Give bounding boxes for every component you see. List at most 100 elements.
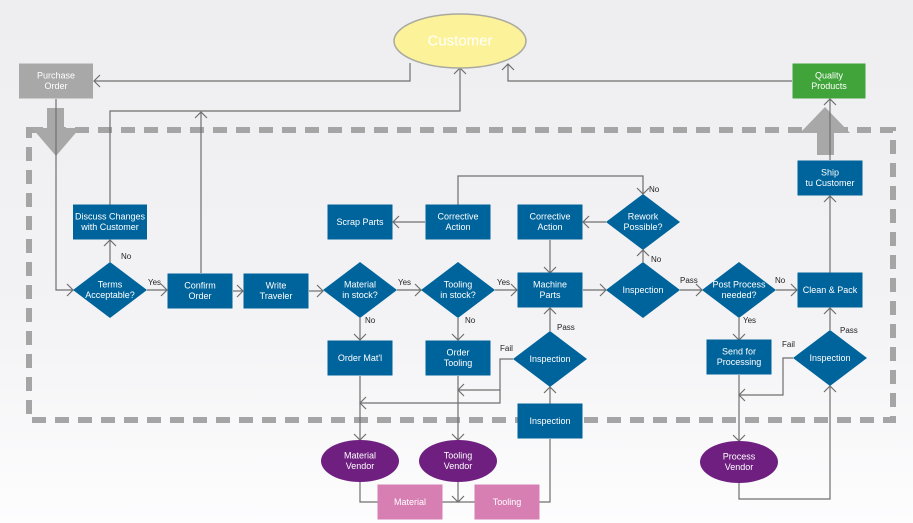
arrowhead-icon bbox=[823, 98, 837, 106]
decision-shape bbox=[73, 262, 147, 318]
node-label: Products bbox=[811, 81, 847, 91]
vendor-shape bbox=[321, 440, 399, 482]
process-shape bbox=[517, 403, 583, 439]
arrowhead-icon bbox=[353, 333, 367, 341]
node-label: Confirm bbox=[184, 281, 216, 291]
node-label: Scrap Parts bbox=[336, 217, 384, 227]
edge-quality-to-customer bbox=[507, 64, 792, 82]
process-shape bbox=[425, 340, 491, 376]
node-label: Corrective bbox=[529, 212, 570, 222]
decision-shape bbox=[606, 194, 680, 250]
node-label: in stock? bbox=[440, 290, 476, 300]
arrowhead-icon bbox=[738, 388, 746, 402]
node-label: Vendor bbox=[725, 462, 754, 472]
process-shape bbox=[167, 273, 233, 309]
edge-label: No bbox=[121, 252, 132, 261]
node-label: Process bbox=[723, 452, 756, 462]
node-label: Parts bbox=[539, 290, 561, 300]
process-shape bbox=[327, 204, 393, 240]
node-label: Acceptable? bbox=[85, 290, 135, 300]
node-label: needed? bbox=[721, 290, 756, 300]
node-order-material: Order Mat'l bbox=[327, 340, 393, 376]
edge-label: Yes bbox=[497, 278, 510, 287]
arrowhead-icon bbox=[359, 396, 367, 410]
node-label: Vendor bbox=[346, 461, 375, 471]
arrowhead-icon bbox=[160, 283, 168, 297]
node-label: Material bbox=[344, 280, 376, 290]
node-label: Tooling bbox=[493, 497, 522, 507]
node-inspection-incoming: Inspection bbox=[513, 331, 587, 387]
edge-label: Yes bbox=[743, 316, 756, 325]
node-label: Order Mat'l bbox=[338, 353, 382, 363]
node-inspection-receiving: Inspection bbox=[517, 403, 583, 439]
node-label: Order bbox=[446, 348, 469, 358]
node-label: Action bbox=[445, 222, 470, 232]
edge-purchase-order-to-terms bbox=[55, 99, 73, 291]
node-label: Corrective bbox=[437, 212, 478, 222]
arrowhead-icon bbox=[510, 283, 518, 297]
process-shape bbox=[73, 204, 147, 240]
plant-boundary bbox=[26, 127, 896, 423]
edge-post-fail bbox=[739, 357, 793, 396]
edge-tooling-to-receiving bbox=[539, 439, 551, 503]
arrowhead-icon bbox=[823, 195, 837, 203]
arrowhead-icon bbox=[582, 215, 590, 229]
node-label: Clean & Pack bbox=[803, 285, 858, 295]
node-material: Material bbox=[377, 484, 443, 520]
node-label: Tooling bbox=[444, 280, 473, 290]
node-clean-pack: Clean & Pack bbox=[797, 272, 863, 308]
vendor-shape bbox=[419, 440, 497, 482]
node-label: Vendor bbox=[444, 461, 473, 471]
edge-procvendor-to-inspection bbox=[738, 386, 831, 500]
process-shape bbox=[425, 204, 491, 240]
node-label: Ship bbox=[821, 168, 839, 178]
node-label: with Customer bbox=[80, 222, 139, 232]
decision-shape bbox=[702, 262, 776, 318]
node-label: Terms bbox=[98, 280, 123, 290]
process-shape bbox=[517, 204, 583, 240]
node-label: Action bbox=[537, 222, 562, 232]
outbound-big-arrow bbox=[800, 107, 850, 155]
node-label: Post Process bbox=[712, 280, 766, 290]
edge-label: No bbox=[365, 316, 376, 325]
decision-shape bbox=[323, 262, 397, 318]
arrowhead-icon bbox=[823, 307, 837, 315]
node-label: in stock? bbox=[342, 290, 378, 300]
edge-incoming-fail-a bbox=[458, 358, 513, 391]
supply-shape bbox=[474, 484, 540, 520]
arrowhead-icon bbox=[392, 215, 400, 229]
arrowhead-icon bbox=[103, 239, 117, 247]
input-shape bbox=[19, 63, 93, 99]
edge-label: No bbox=[649, 185, 660, 194]
arrowhead-icon bbox=[451, 333, 465, 341]
edge-label: Pass bbox=[680, 276, 698, 285]
node-label: Inspection bbox=[529, 416, 570, 426]
node-label: Customer bbox=[427, 32, 492, 49]
node-label: Material bbox=[344, 451, 376, 461]
node-label: Possible? bbox=[623, 222, 662, 232]
edge-label: Yes bbox=[398, 278, 411, 287]
node-scrap-parts: Scrap Parts bbox=[327, 204, 393, 240]
process-shape bbox=[327, 340, 393, 376]
node-label: Write bbox=[266, 281, 287, 291]
edge-label: Pass bbox=[557, 323, 575, 332]
edge-incoming-fail-b bbox=[360, 390, 501, 404]
edge-label: Yes bbox=[148, 278, 161, 287]
edge-label: No bbox=[651, 255, 662, 264]
node-inspection-main: Inspection bbox=[606, 262, 680, 318]
decision-shape bbox=[793, 330, 867, 386]
